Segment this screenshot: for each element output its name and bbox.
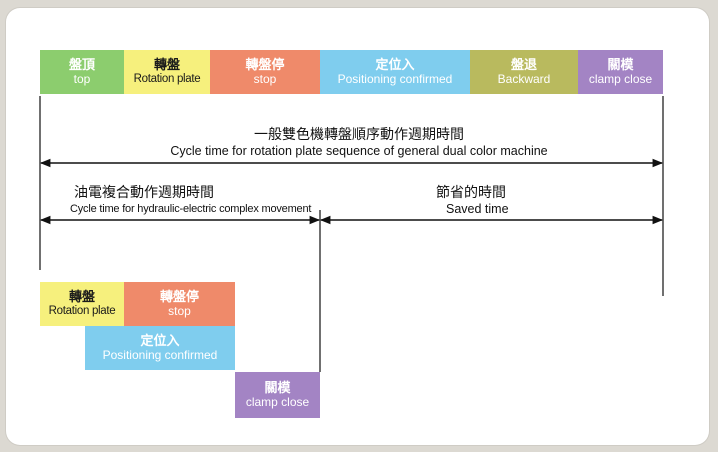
step-label-en: clamp close — [245, 394, 310, 409]
seq-bottom-step-clamp-close: 關模 clamp close — [235, 372, 320, 418]
step-label-en: stop — [168, 303, 191, 318]
seq-top-step-positioning-confirmed: 定位入 Positioning confirmed — [320, 50, 470, 94]
step-label-zh: 關模 — [264, 380, 291, 396]
step-label-zh: 轉盤 — [68, 290, 95, 306]
step-label-zh: 轉盤停 — [245, 57, 285, 73]
step-label-en: Positioning confirmed — [102, 347, 218, 362]
general-cycle-title-en: Cycle time for rotation plate sequence o… — [170, 144, 548, 158]
step-label-zh: 盤頂 — [68, 57, 95, 73]
hydraulic-cycle-title-zh: 油電複合動作週期時間 — [74, 185, 214, 201]
step-label-zh: 轉盤停 — [159, 289, 199, 305]
seq-bottom-step-positioning-confirmed: 定位入 Positioning confirmed — [85, 326, 235, 370]
seq-bottom-step-stop: 轉盤停 stop — [124, 282, 235, 326]
step-label-en: top — [73, 71, 91, 86]
saved-time-title-zh: 節省的時間 — [436, 185, 506, 201]
step-label-zh: 關模 — [607, 57, 634, 73]
step-label-zh: 定位入 — [375, 57, 415, 73]
saved-time-title-en: Saved time — [446, 202, 509, 216]
step-label-zh: 盤退 — [510, 57, 537, 73]
seq-top-step-stop: 轉盤停 stop — [210, 50, 320, 94]
seq-top-step-rotation-plate: 轉盤 Rotation plate — [124, 50, 210, 94]
seq-top-step-top: 盤頂 top — [40, 50, 124, 94]
step-label-zh: 定位入 — [140, 333, 180, 349]
step-label-en: Rotation plate — [133, 72, 201, 85]
hydraulic-cycle-title-en: Cycle time for hydraulic-electric comple… — [70, 203, 312, 215]
step-label-en: Backward — [497, 71, 551, 86]
step-label-en: Rotation plate — [48, 304, 116, 317]
step-label-en: stop — [253, 71, 277, 86]
seq-bottom-step-rotation-plate: 轉盤 Rotation plate — [40, 282, 124, 326]
step-label-zh: 轉盤 — [153, 58, 180, 74]
step-label-en: clamp close — [588, 71, 653, 86]
seq-top-step-backward: 盤退 Backward — [470, 50, 578, 94]
step-label-en: Positioning confirmed — [337, 71, 453, 86]
seq-top-step-clamp-close: 關模 clamp close — [578, 50, 663, 94]
general-cycle-title-zh: 一般雙色機轉盤順序動作週期時間 — [254, 127, 464, 143]
